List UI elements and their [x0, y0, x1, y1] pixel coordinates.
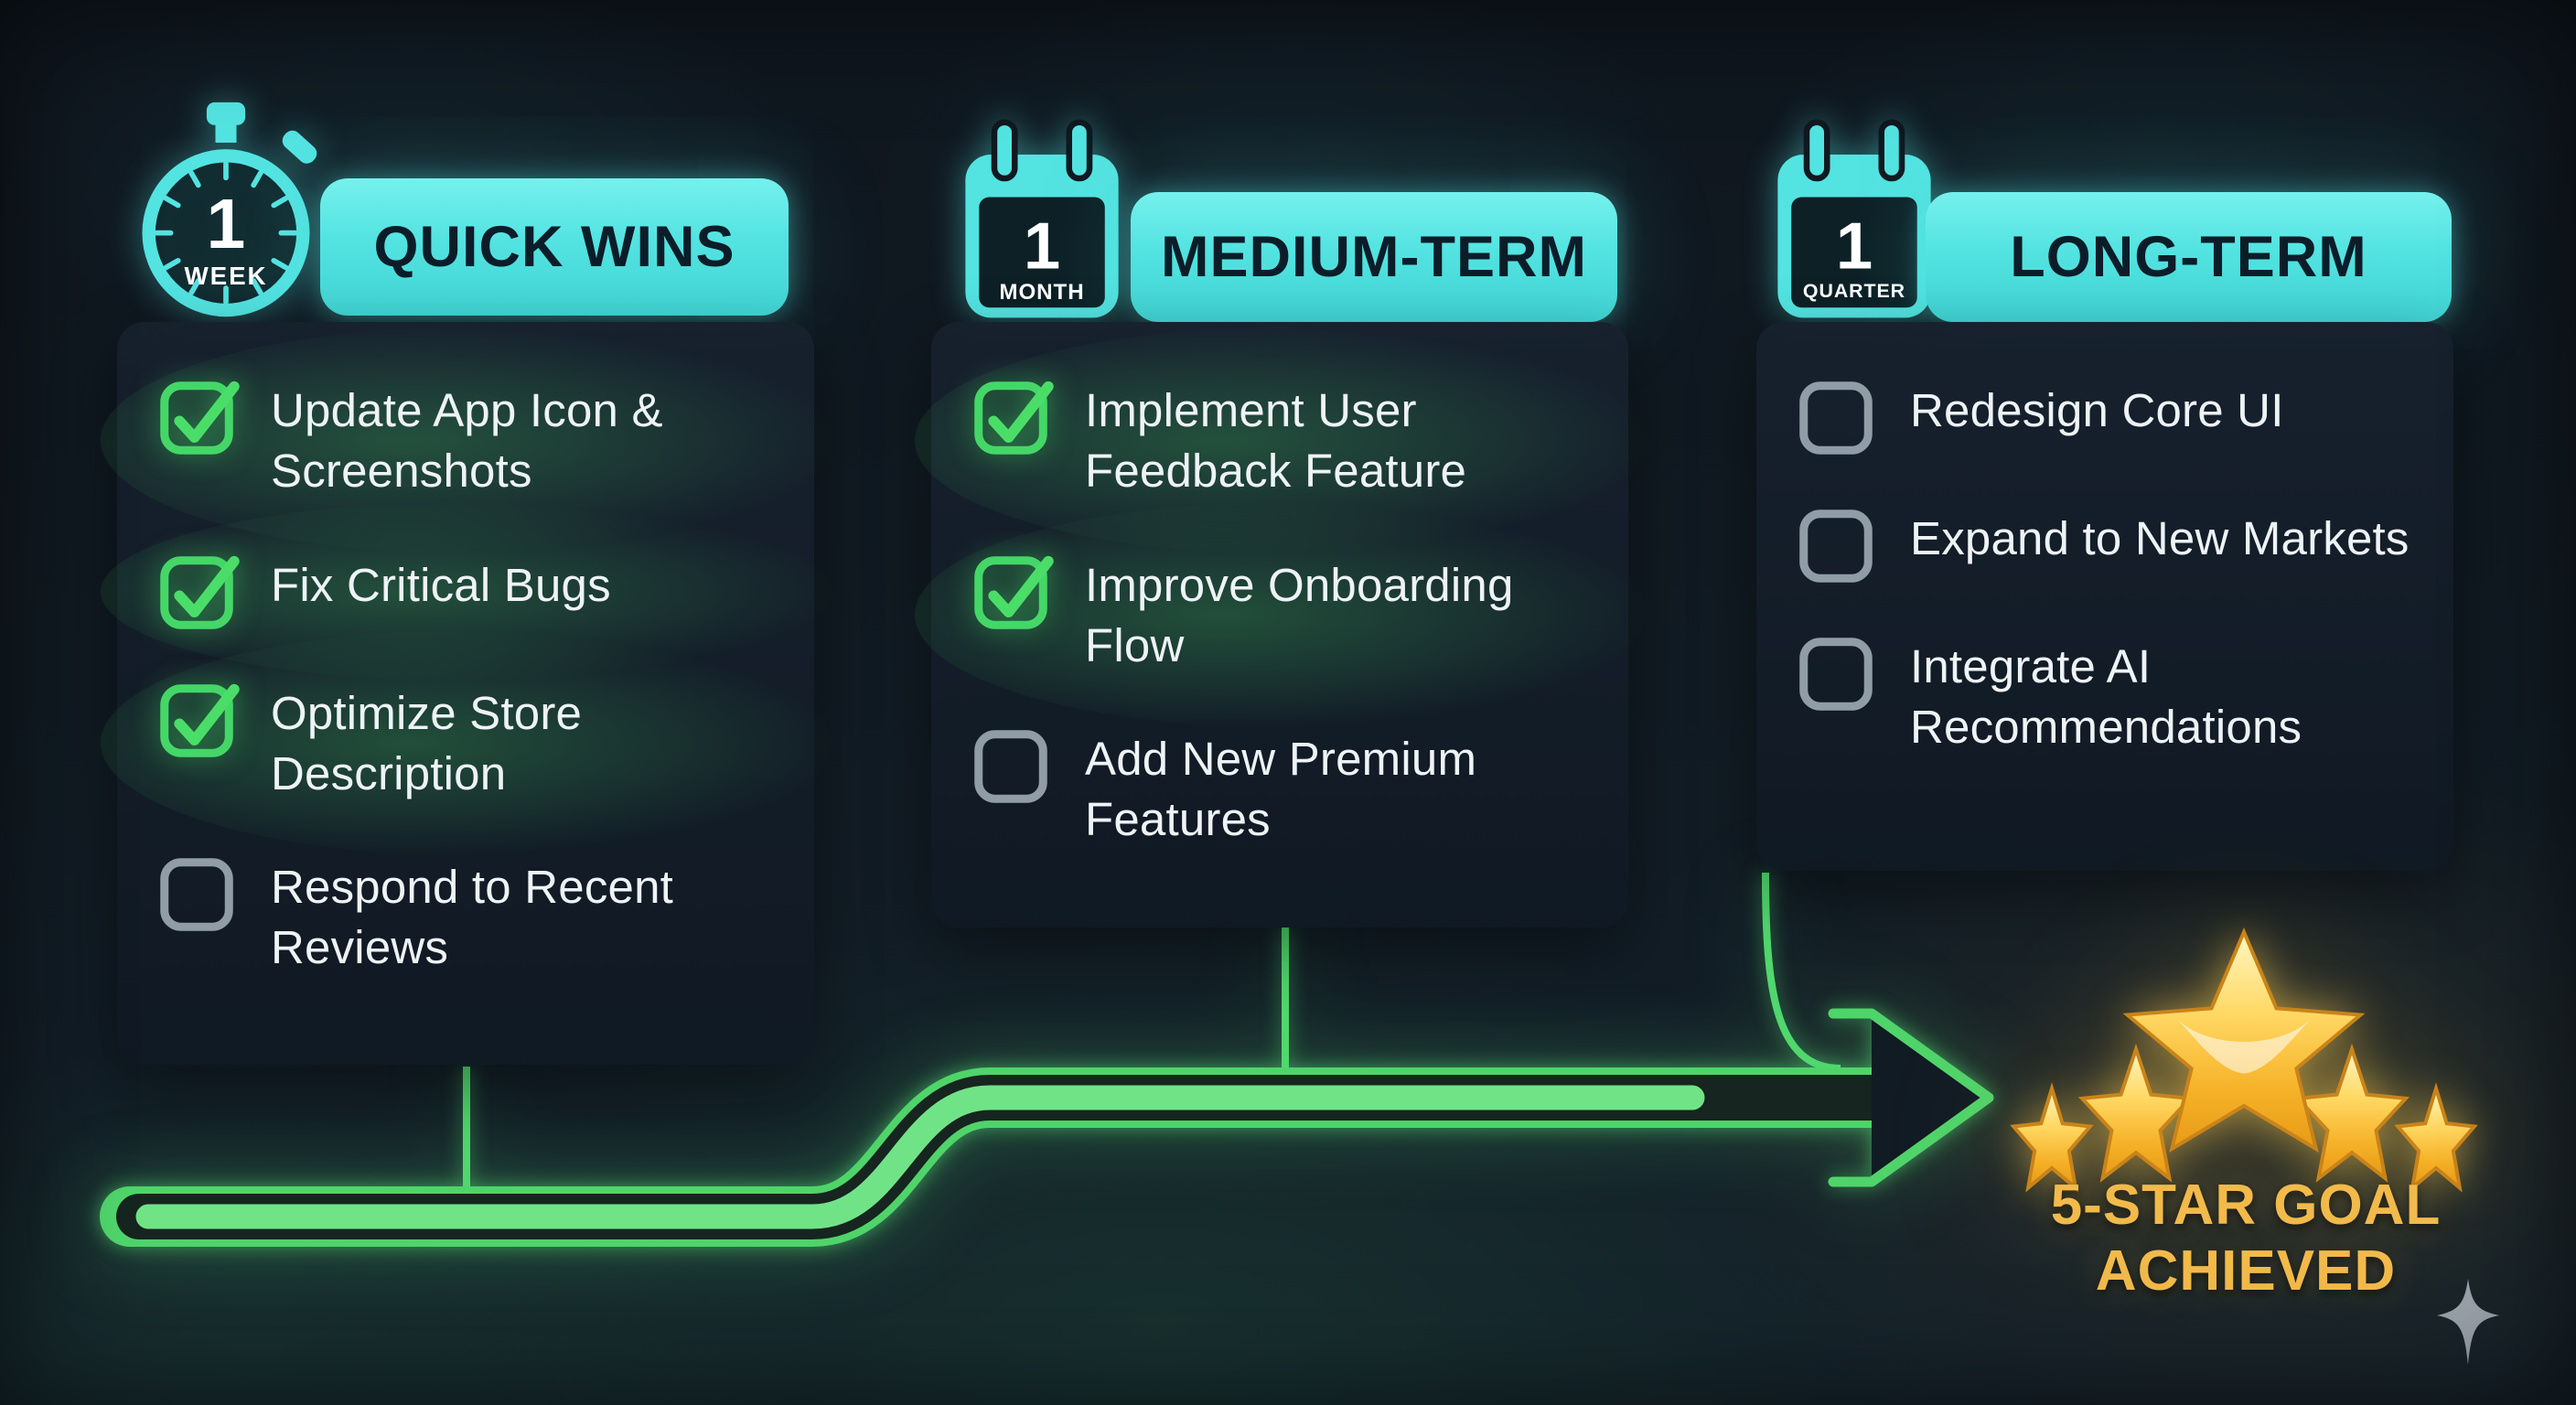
checklist-long-term: Redesign Core UI Expand to New Markets I…: [1756, 322, 2453, 810]
checklist-row[interactable]: Respond to Recent Reviews: [159, 855, 774, 979]
item-label: Improve Onboarding Flow: [1085, 558, 1514, 671]
checkbox-unchecked-icon[interactable]: [1798, 637, 1873, 712]
header-pill-quick-wins: QUICK WINS: [320, 178, 789, 316]
arrowhead-backfill: [1872, 1014, 1989, 1182]
item-label: Integrate AI Recommendations: [1910, 640, 2302, 754]
item-label: Fix Critical Bugs: [271, 558, 611, 611]
item-label: Redesign Core UI: [1910, 384, 2284, 436]
checkbox-checked-icon[interactable]: [973, 555, 1054, 630]
checklist-medium-term: Implement User Feedback Feature Improve …: [915, 322, 1647, 902]
arrow-tube-inner-dark: [116, 1075, 1900, 1239]
header-title: MEDIUM-TERM: [1161, 225, 1587, 289]
checkbox-unchecked-icon[interactable]: [973, 729, 1048, 804]
item-label: Implement User Feedback Feature: [1085, 384, 1467, 498]
arrow-tube-outline: [100, 1067, 1905, 1247]
checkbox-unchecked-icon[interactable]: [159, 857, 234, 932]
star-big-center: [2128, 932, 2361, 1149]
checkbox-checked-icon[interactable]: [973, 381, 1054, 456]
stopwatch-icon: 1 WEEK: [142, 102, 317, 317]
checklist-row[interactable]: Add New Premium Features: [973, 727, 1588, 851]
header-pill-long-term: LONG-TERM: [1926, 192, 2452, 322]
checkbox-unchecked-icon[interactable]: [1798, 509, 1873, 584]
checklist-row[interactable]: Implement User Feedback Feature: [915, 327, 1647, 553]
header-pill-medium-term: MEDIUM-TERM: [1131, 192, 1617, 322]
calendar-icon: 1 QUARTER: [1777, 119, 1931, 318]
timeframe-unit: MONTH: [999, 280, 1084, 305]
checklist-row[interactable]: Fix Critical Bugs: [101, 501, 832, 681]
checkbox-unchecked-icon[interactable]: [1798, 381, 1873, 456]
checklist-row[interactable]: Improve Onboarding Flow: [915, 501, 1647, 727]
calendar-icon: 1 MONTH: [965, 119, 1119, 318]
card-long-term: Redesign Core UI Expand to New Markets I…: [1756, 322, 2453, 871]
item-label: Expand to New Markets: [1910, 512, 2410, 564]
item-label: Optimize Store Description: [271, 686, 583, 799]
connector-long-term: [1762, 872, 1841, 1072]
timeframe-value: 1: [1024, 209, 1060, 284]
timeframe-unit: WEEK: [184, 262, 267, 290]
timeframe-unit: QUARTER: [1803, 280, 1905, 302]
goal-line2: ACHIEVED: [2095, 1239, 2397, 1303]
header-title: LONG-TERM: [2010, 225, 2367, 289]
item-label: Respond to Recent Reviews: [271, 861, 674, 974]
arrow-tube-fill-bar: [135, 1085, 1705, 1229]
checkbox-checked-icon[interactable]: [159, 381, 240, 456]
timeframe-value: 1: [1836, 209, 1873, 284]
star-big-highlight: [2176, 1018, 2312, 1074]
checklist-row[interactable]: Update App Icon & Screenshots: [101, 327, 832, 553]
goal-line1: 5-STAR GOAL: [2050, 1174, 2442, 1237]
arrowhead-icon: [1828, 1008, 1994, 1187]
checklist-row[interactable]: Integrate AI Recommendations: [1798, 635, 2413, 758]
item-label: Add New Premium Features: [1085, 733, 1477, 846]
checklist-quick-wins: Update App Icon & Screenshots Fix Critic…: [101, 322, 832, 1030]
card-quick-wins: Update App Icon & Screenshots Fix Critic…: [101, 322, 832, 1065]
timeframe-value: 1: [207, 186, 246, 263]
goal-caption: 5-STAR GOAL ACHIEVED: [1969, 1173, 2523, 1304]
checklist-row[interactable]: Redesign Core UI: [1798, 379, 2413, 456]
checkbox-checked-icon[interactable]: [159, 555, 240, 630]
checkbox-checked-icon[interactable]: [159, 683, 240, 758]
card-medium-term: Implement User Feedback Feature Improve …: [915, 322, 1647, 928]
item-label: Update App Icon & Screenshots: [271, 384, 663, 498]
checklist-row[interactable]: Optimize Store Description: [101, 629, 832, 855]
star-medium-right: [2298, 1049, 2406, 1178]
checklist-row[interactable]: Expand to New Markets: [1798, 507, 2413, 584]
header-title: QUICK WINS: [373, 215, 735, 279]
sparkle-icon: [2437, 1279, 2499, 1365]
star-medium-left: [2082, 1049, 2190, 1178]
